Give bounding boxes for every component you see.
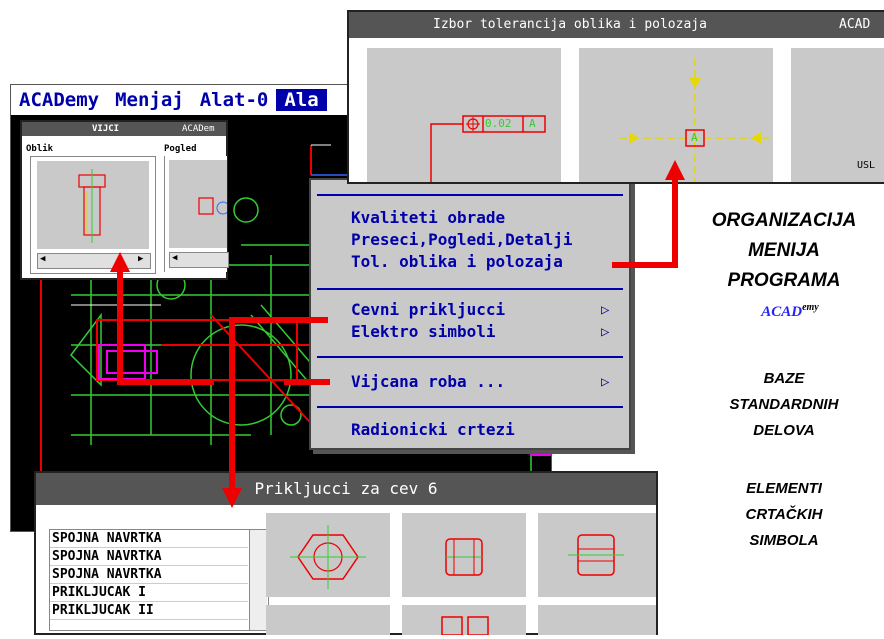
caption-line: SIMBOLA (749, 532, 819, 549)
symbol-cell[interactable] (402, 605, 526, 636)
menu-separator (317, 194, 623, 196)
menu-bar: ACADemy Menjaj Alat-0 Ala (11, 85, 551, 115)
label-pogled: Pogled (164, 144, 197, 154)
vijci-window: VIJCI ACADem Oblik Pogled ◀ ▶ ◀ (20, 120, 230, 280)
oblik-scrollbar[interactable]: ◀ ▶ (37, 253, 151, 269)
scroll-right-icon[interactable]: ▶ (138, 254, 144, 264)
caption-line: ORGANIZACIJA (711, 210, 857, 231)
bolt-side-icon (198, 197, 230, 215)
submenu-arrow-icon: ▷ (601, 374, 610, 390)
menu-item-preseci-pogledi[interactable]: Preseci,Pogledi,Detalji (351, 230, 573, 249)
caption-line: BAZE (763, 370, 805, 387)
label-oblik: Oblik (26, 144, 54, 154)
list-item[interactable]: SPOJNA NAVRTKA (50, 548, 248, 566)
pogled-scrollbar[interactable]: ◀ (169, 252, 229, 268)
list-item[interactable]: SPOJNA NAVRTKA (50, 566, 248, 584)
scroll-left-icon[interactable]: ◀ (172, 253, 178, 263)
menu-item-vijcana-roba[interactable]: Vijcana roba ... (351, 372, 506, 391)
symbol-cell-nut-front[interactable] (538, 513, 656, 597)
hex-nut-icon (290, 525, 366, 589)
caption-line: ELEMENTI (746, 480, 822, 497)
menu-separator (317, 356, 623, 358)
tolerance-window-title-bar: Izbor tolerancija oblika i polozaja ACAD (349, 12, 884, 38)
symbol-cell-nut-hex[interactable] (266, 513, 390, 597)
caption-baze: BAZE STANDARDNIH DELOVA (690, 366, 878, 444)
menu-item-radionicki-crtezi[interactable]: Radionicki crtezi (351, 420, 515, 439)
symbol-cell-nut-side[interactable] (402, 513, 526, 597)
tolerance-window-brand: ACAD (839, 17, 871, 32)
menu-separator (317, 288, 623, 290)
bolt-preview[interactable] (37, 161, 149, 249)
part-list[interactable]: SPOJNA NAVRTKA SPOJNA NAVRTKA SPOJNA NAV… (49, 529, 269, 631)
menu-item-elektro-simboli[interactable]: Elektro simboli (351, 322, 496, 341)
tolerance-datum: A (529, 117, 536, 130)
submenu-arrow-icon: ▷ (601, 324, 610, 340)
caption-line: PROGRAMA (727, 270, 841, 291)
list-item[interactable]: PRIKLJUCAK II (50, 602, 248, 620)
oblik-preview-frame: ◀ ▶ (30, 156, 156, 274)
prikljucci-window-title: Prikljucci za cev 6 (36, 473, 656, 505)
menu-item-kvaliteti-obrade[interactable]: Kvaliteti obrade (351, 208, 506, 227)
menu-academy[interactable]: ACADemy (19, 89, 100, 111)
menu-separator (317, 406, 623, 408)
alat-dropdown-menu: Kvaliteti obrade Preseci,Pogledi,Detalji… (309, 178, 631, 450)
tolerance-option-position[interactable]: 0.02 A (367, 48, 561, 182)
brand-sup: emy (802, 302, 819, 313)
bolt-side-preview[interactable] (169, 160, 230, 248)
pogled-preview-frame: ◀ (164, 156, 230, 272)
prikljucci-window: Prikljucci za cev 6 SPOJNA NAVRTKA SPOJN… (34, 471, 658, 636)
menu-item-cevni-prikljucci[interactable]: Cevni prikljucci (351, 300, 506, 319)
tolerance-corner-text: USL (857, 160, 876, 171)
vijci-window-brand: ACADem (182, 124, 215, 134)
vijci-window-title-bar: VIJCI ACADem (22, 122, 226, 136)
caption-organizacija: ORGANIZACIJA MENIJA PROGRAMA (690, 206, 878, 296)
submenu-arrow-icon: ▷ (601, 302, 610, 318)
tolerance-window-title: Izbor tolerancija oblika i polozaja (433, 17, 707, 32)
vijci-window-title: VIJCI (92, 124, 120, 134)
symbol-cell[interactable] (538, 605, 656, 635)
tolerance-option-partial[interactable]: USL (791, 48, 884, 182)
symbol-cell[interactable] (266, 605, 390, 635)
list-scrollbar[interactable] (249, 530, 267, 630)
list-item[interactable]: SPOJNA NAVRTKA (50, 530, 248, 548)
caption-line: DELOVA (753, 422, 815, 439)
datum-symbol (619, 58, 769, 182)
menu-menjaj[interactable]: Menjaj (115, 89, 184, 111)
datum-letter: A (691, 131, 698, 144)
menu-alat-active[interactable]: Ala (276, 89, 327, 111)
nut-front-icon (568, 534, 624, 576)
acad-brand: ACADemy (735, 302, 845, 321)
caption-line: CRTAČKIH (745, 506, 823, 523)
nut-side-icon (445, 538, 483, 576)
position-tolerance-symbol (430, 115, 546, 182)
list-item[interactable]: PRIKLJUCAK I (50, 584, 248, 602)
bolt-icon (78, 169, 106, 243)
tolerance-value: 0.02 (485, 117, 512, 130)
menu-alat-0[interactable]: Alat-0 (199, 89, 269, 111)
caption-line: STANDARDNIH (729, 396, 839, 413)
fitting-icon (441, 616, 489, 636)
brand-text: ACAD (761, 304, 803, 320)
tolerance-option-datum[interactable]: A (579, 48, 773, 182)
scroll-left-icon[interactable]: ◀ (40, 254, 46, 264)
menu-item-tol-oblika[interactable]: Tol. oblika i polozaja (351, 252, 563, 271)
caption-line: MENIJA (748, 240, 820, 261)
caption-elementi: ELEMENTI CRTAČKIH SIMBOLA (690, 476, 878, 554)
tolerance-window: Izbor tolerancija oblika i polozaja ACAD… (347, 10, 884, 184)
